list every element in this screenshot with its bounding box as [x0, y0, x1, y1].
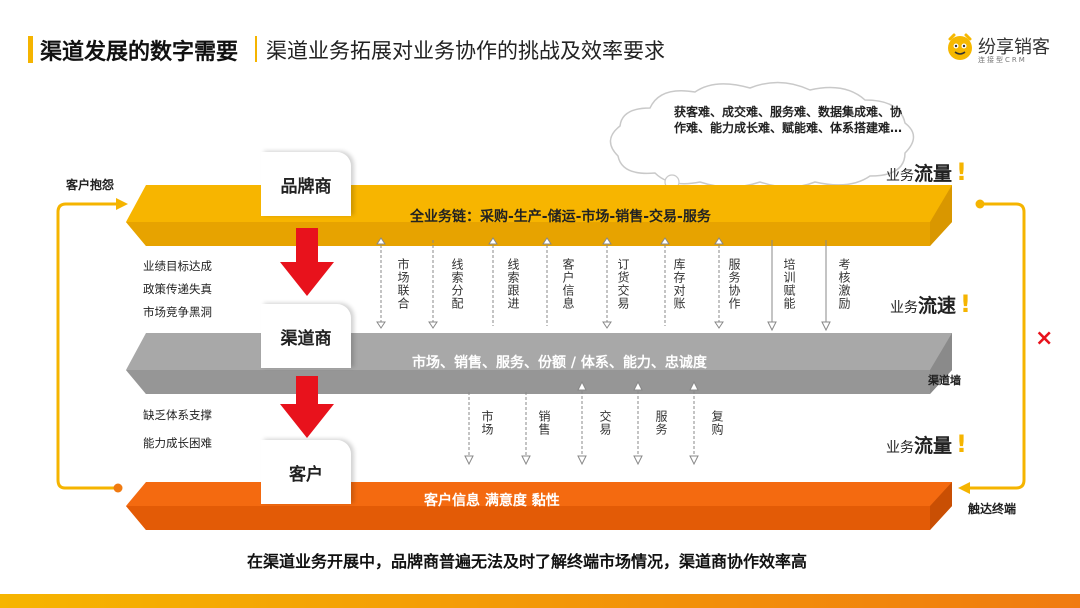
channel-wall-label: 渠道墙 [928, 374, 961, 387]
column-label: 线索跟进 [506, 258, 520, 310]
bottom-accent-strip [0, 594, 1080, 608]
brand-tagline: 连接型CRM [978, 56, 1027, 64]
column-arrow-培训赋能 [767, 240, 777, 332]
metric-main: 流量 [914, 163, 953, 185]
issue-label: 市场竞争黑洞 [143, 305, 212, 319]
brand-band-text: 全业务链：采购-生产-储运-市场-销售-交易-服务 [410, 209, 711, 225]
title-separator [255, 36, 257, 62]
reach-terminal-label: 触达终端 [968, 502, 1017, 516]
channel-metric: 业务流速! [890, 290, 971, 318]
column-label: 服务协作 [727, 258, 741, 310]
column-arrow-服务协作 [714, 237, 724, 329]
metric-main: 流速 [918, 295, 957, 317]
blocked-icon: × [1035, 326, 1054, 351]
metric-prefix: 业务 [886, 168, 914, 184]
metric-prefix: 业务 [890, 300, 918, 316]
brand-label-box: 品牌商 [261, 152, 351, 216]
complaint-label: 客户抱怨 [66, 178, 115, 192]
column-arrow-线索跟进 [488, 237, 498, 326]
column-arrow-库存对账 [660, 237, 670, 326]
brand-name: 纷享销客 [978, 37, 1050, 58]
exclamation-icon: ! [960, 290, 971, 318]
customer-metric: 业务流量! [886, 430, 967, 458]
channel-label-box: 渠道商 [261, 304, 351, 368]
down-arrow-2 [280, 376, 334, 438]
issue-label: 业绩目标达成 [143, 259, 212, 273]
down-arrows [280, 228, 334, 438]
issue-label: 政策传递失真 [143, 282, 212, 296]
column-label: 培训赋能 [782, 258, 796, 310]
column-label: 考核激励 [837, 258, 851, 310]
reach-terminal-loop [968, 202, 1026, 490]
brand-band-front [126, 222, 930, 246]
metric-prefix: 业务 [886, 440, 914, 456]
column-label: 订货交易 [616, 258, 630, 310]
column-arrow-服务 [633, 380, 643, 466]
channel-label: 渠道商 [280, 329, 332, 349]
title-accent-bar [28, 36, 33, 63]
column-arrow-线索分配 [428, 240, 438, 329]
issue-label: 缺乏体系支撑 [143, 408, 212, 422]
column-arrow-订货交易 [602, 237, 612, 329]
customer-label: 客户 [289, 465, 323, 485]
channel-band-text: 市场、销售、服务、份额 / 体系、能力、忠诚度 [412, 355, 707, 371]
customer-label-box: 客户 [261, 440, 351, 504]
column-label: 客户信息 [561, 258, 575, 310]
brand-logo-icon [948, 33, 972, 60]
column-arrow-客户信息 [542, 237, 552, 326]
metric-main: 流量 [914, 435, 953, 457]
brand-metric: 业务流量! [886, 158, 967, 186]
column-arrow-销售 [521, 392, 531, 466]
conclusion-text: 在渠道业务开展中，品牌商普遍无法及时了解终端市场情况，渠道商协作效率高 [246, 552, 807, 571]
column-arrow-复购 [689, 380, 699, 466]
column-arrow-市场 [464, 392, 474, 466]
cloud-text: 获客难、成交难、服务难、数据集成难、协作难、能力成长难、赋能难、体系搭建难… [674, 105, 903, 135]
column-label: 交易 [598, 410, 612, 436]
column-label: 服务 [654, 410, 668, 436]
column-label: 市场联合 [396, 258, 410, 310]
down-arrow-1 [280, 228, 334, 296]
complaint-loop [56, 202, 118, 490]
brand-label: 品牌商 [280, 177, 332, 197]
column-label: 库存对账 [672, 258, 686, 310]
issue-label: 能力成长困难 [143, 436, 212, 450]
column-label: 复购 [710, 410, 724, 436]
column-label: 市场 [480, 410, 494, 436]
column-arrow-交易 [577, 380, 587, 466]
page-subtitle: 渠道业务拓展对业务协作的挑战及效率要求 [266, 39, 665, 63]
exclamation-icon: ! [956, 158, 967, 186]
column-arrow-市场联合 [376, 237, 386, 329]
column-arrow-考核激励 [821, 240, 831, 332]
customer-band-text: 客户信息 满意度 黏性 [424, 493, 560, 509]
column-label: 销售 [537, 410, 551, 436]
page-title: 渠道发展的数字需要 [40, 40, 239, 65]
column-label: 线索分配 [450, 258, 464, 310]
thought-cloud [609, 81, 915, 193]
exclamation-icon: ! [956, 430, 967, 458]
